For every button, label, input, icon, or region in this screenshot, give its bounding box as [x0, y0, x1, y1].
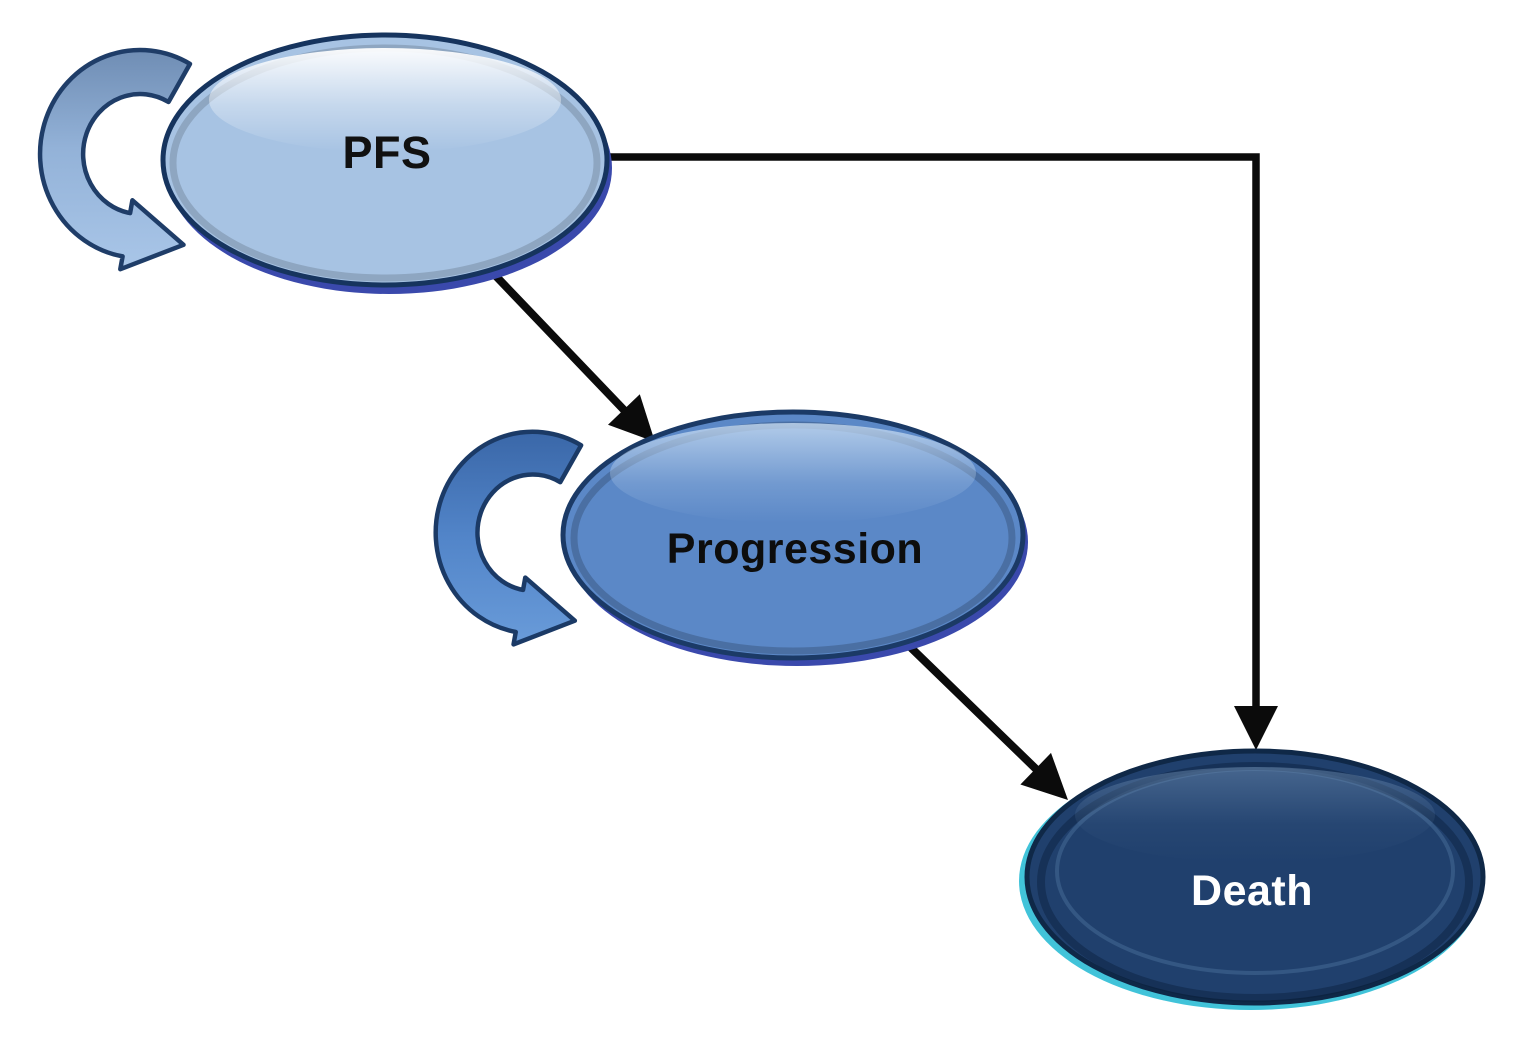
node-death-inner-shade	[1037, 762, 1473, 1002]
node-death: Death	[1019, 748, 1486, 1010]
node-pfs: PFS	[160, 32, 612, 294]
node-pfs-gloss	[209, 48, 561, 152]
edge-pfs-to-progression	[489, 269, 655, 442]
edge-pfs-to-death	[610, 153, 1278, 750]
node-progression: Progression	[560, 409, 1028, 666]
node-progression-gloss	[610, 423, 976, 523]
node-progression-label: Progression	[667, 525, 923, 573]
edge-progression-to-death	[900, 637, 1068, 800]
node-pfs-label: PFS	[342, 127, 431, 178]
node-death-label: Death	[1191, 867, 1313, 915]
self-loop-progression-arrow	[436, 432, 581, 645]
node-death-gloss	[1075, 767, 1435, 863]
